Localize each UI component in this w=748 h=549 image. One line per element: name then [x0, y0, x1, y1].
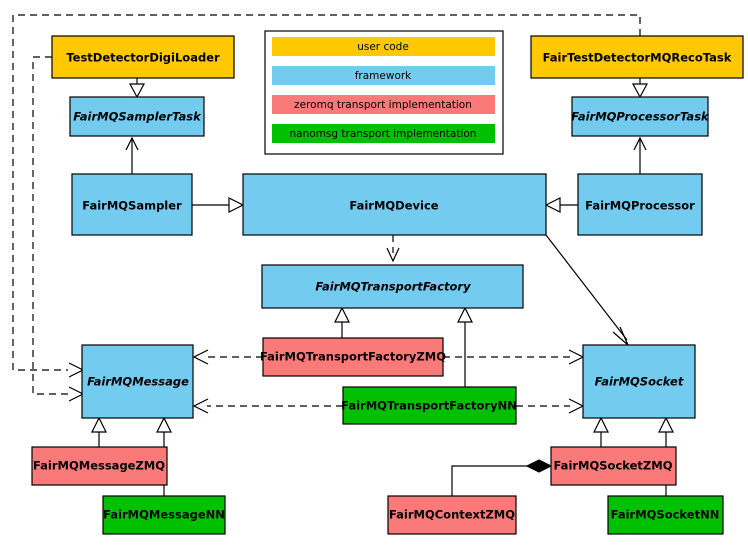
class-box-fairmqmessagezmq[interactable]: FairMQMessageZMQ: [31, 446, 168, 486]
class-box-rect: [51, 35, 235, 79]
class-box-testdetectordigiloader[interactable]: TestDetectorDigiLoader: [51, 35, 235, 79]
class-box-rect: [607, 495, 724, 535]
class-box-fairmqmessagenn[interactable]: FairMQMessageNN: [102, 495, 226, 535]
legend-swatch: [272, 37, 495, 56]
legend-item-nanomsg: nanomsg transport implementation: [272, 124, 495, 143]
edge-sampler-device: [192, 197, 245, 213]
edge-messagezmq-message: [91, 416, 107, 447]
class-box-rect: [550, 446, 677, 486]
class-name-label: FairMQProcessorTask: [571, 110, 710, 124]
edge-tfnn-socket: [516, 398, 585, 414]
legend-label: nanomsg transport implementation: [290, 128, 477, 140]
class-box-rect: [242, 173, 547, 236]
class-box-rect: [571, 96, 709, 137]
class-name-label: FairMQProcessor: [585, 199, 695, 213]
legend-swatch: [272, 95, 495, 114]
class-box-fairmqsocket[interactable]: FairMQSocket: [582, 344, 696, 419]
legend: user code framework zeromq transport imp…: [264, 30, 504, 155]
class-box-rect: [31, 446, 168, 486]
class-box-fairmqprocessor[interactable]: FairMQProcessor: [577, 173, 703, 236]
class-name-label: FairMQTransportFactory: [315, 280, 471, 294]
edge-device-transportfactory: [386, 235, 400, 263]
class-name-label: FairMQMessageNN: [103, 508, 225, 522]
edge-recotask-processortask: [631, 78, 649, 99]
class-name-label: FairMQSocketZMQ: [554, 459, 673, 473]
edge-socketzmq-socket: [593, 416, 609, 447]
legend-swatch: [272, 66, 495, 85]
class-box-fairmqtransportfactoryzmq[interactable]: FairMQTransportFactoryZMQ: [260, 337, 446, 377]
edge-tfzmq-transportfactory: [334, 306, 350, 338]
class-name-label: FairMQSocket: [595, 375, 684, 389]
class-box-layer: TestDetectorDigiLoader FairMQSamplerTask…: [31, 35, 744, 535]
class-name-label: FairTestDetectorMQRecoTask: [543, 51, 732, 65]
edge-sampler-samplertask: [125, 136, 139, 174]
legend-item-framework: framework: [272, 66, 495, 85]
edge-tfzmq-socket: [443, 349, 585, 365]
class-box-rect: [261, 264, 524, 309]
class-name-label: FairMQContextZMQ: [389, 508, 515, 522]
class-name-label: FairMQSampler: [82, 199, 182, 213]
edge-processor-processortask: [633, 136, 647, 174]
edge-tfnn-transportfactory: [457, 306, 473, 387]
legend-label: user code: [357, 41, 409, 53]
class-box-rect: [582, 344, 696, 419]
class-box-rect: [530, 35, 744, 79]
class-box-fairmqprocessortask[interactable]: FairMQProcessorTask: [571, 96, 710, 137]
class-box-rect: [69, 96, 205, 137]
class-box-rect: [262, 337, 444, 377]
edge-tfnn-message: [192, 398, 343, 414]
edge-digiloader-samplertask: [128, 78, 146, 99]
class-box-rect: [387, 495, 517, 535]
class-name-label: FairMQMessageZMQ: [33, 459, 165, 473]
legend-label: framework: [355, 70, 412, 82]
class-name-label: FairMQSamplerTask: [73, 110, 202, 124]
class-box-fairmqsamplertask[interactable]: FairMQSamplerTask: [69, 96, 205, 137]
legend-label: zeromq transport implementation: [294, 99, 472, 111]
class-box-rect: [81, 344, 194, 419]
class-box-fairmqcontextzmq[interactable]: FairMQContextZMQ: [387, 495, 517, 535]
class-box-rect: [342, 386, 517, 425]
class-box-fairmqsocketnn[interactable]: FairMQSocketNN: [607, 495, 724, 535]
edge-processor-device: [544, 197, 578, 213]
class-box-rect: [102, 495, 226, 535]
class-name-label: FairMQDevice: [349, 199, 438, 213]
class-name-label: TestDetectorDigiLoader: [66, 51, 220, 65]
legend-swatch: [272, 124, 495, 143]
class-box-fairmqtransportfactorynn[interactable]: FairMQTransportFactoryNN: [341, 386, 517, 425]
class-box-fairmqsampler[interactable]: FairMQSampler: [71, 173, 193, 236]
class-name-label: FairMQMessage: [87, 375, 189, 389]
class-name-label: FairMQTransportFactoryNN: [341, 399, 517, 413]
class-box-fairmqtransportfactory[interactable]: FairMQTransportFactory: [261, 264, 524, 309]
class-box-fairtestdetectormqrecotask[interactable]: FairTestDetectorMQRecoTask: [530, 35, 744, 79]
edge-socketzmq-contextzmq: [451, 459, 553, 496]
class-box-fairmqdevice[interactable]: FairMQDevice: [242, 173, 547, 236]
class-box-rect: [71, 173, 193, 236]
class-name-label: FairMQTransportFactoryZMQ: [260, 350, 446, 364]
legend-item-zeromq: zeromq transport implementation: [272, 95, 495, 114]
class-box-fairmqmessage[interactable]: FairMQMessage: [81, 344, 194, 419]
edge-tfzmq-message: [192, 349, 263, 365]
class-name-label: FairMQSocketNN: [611, 508, 720, 522]
legend-item-user-code: user code: [272, 37, 495, 56]
class-box-fairmqsocketzmq[interactable]: FairMQSocketZMQ: [550, 446, 677, 486]
edge-device-socket: [545, 234, 629, 346]
class-box-rect: [577, 173, 703, 236]
